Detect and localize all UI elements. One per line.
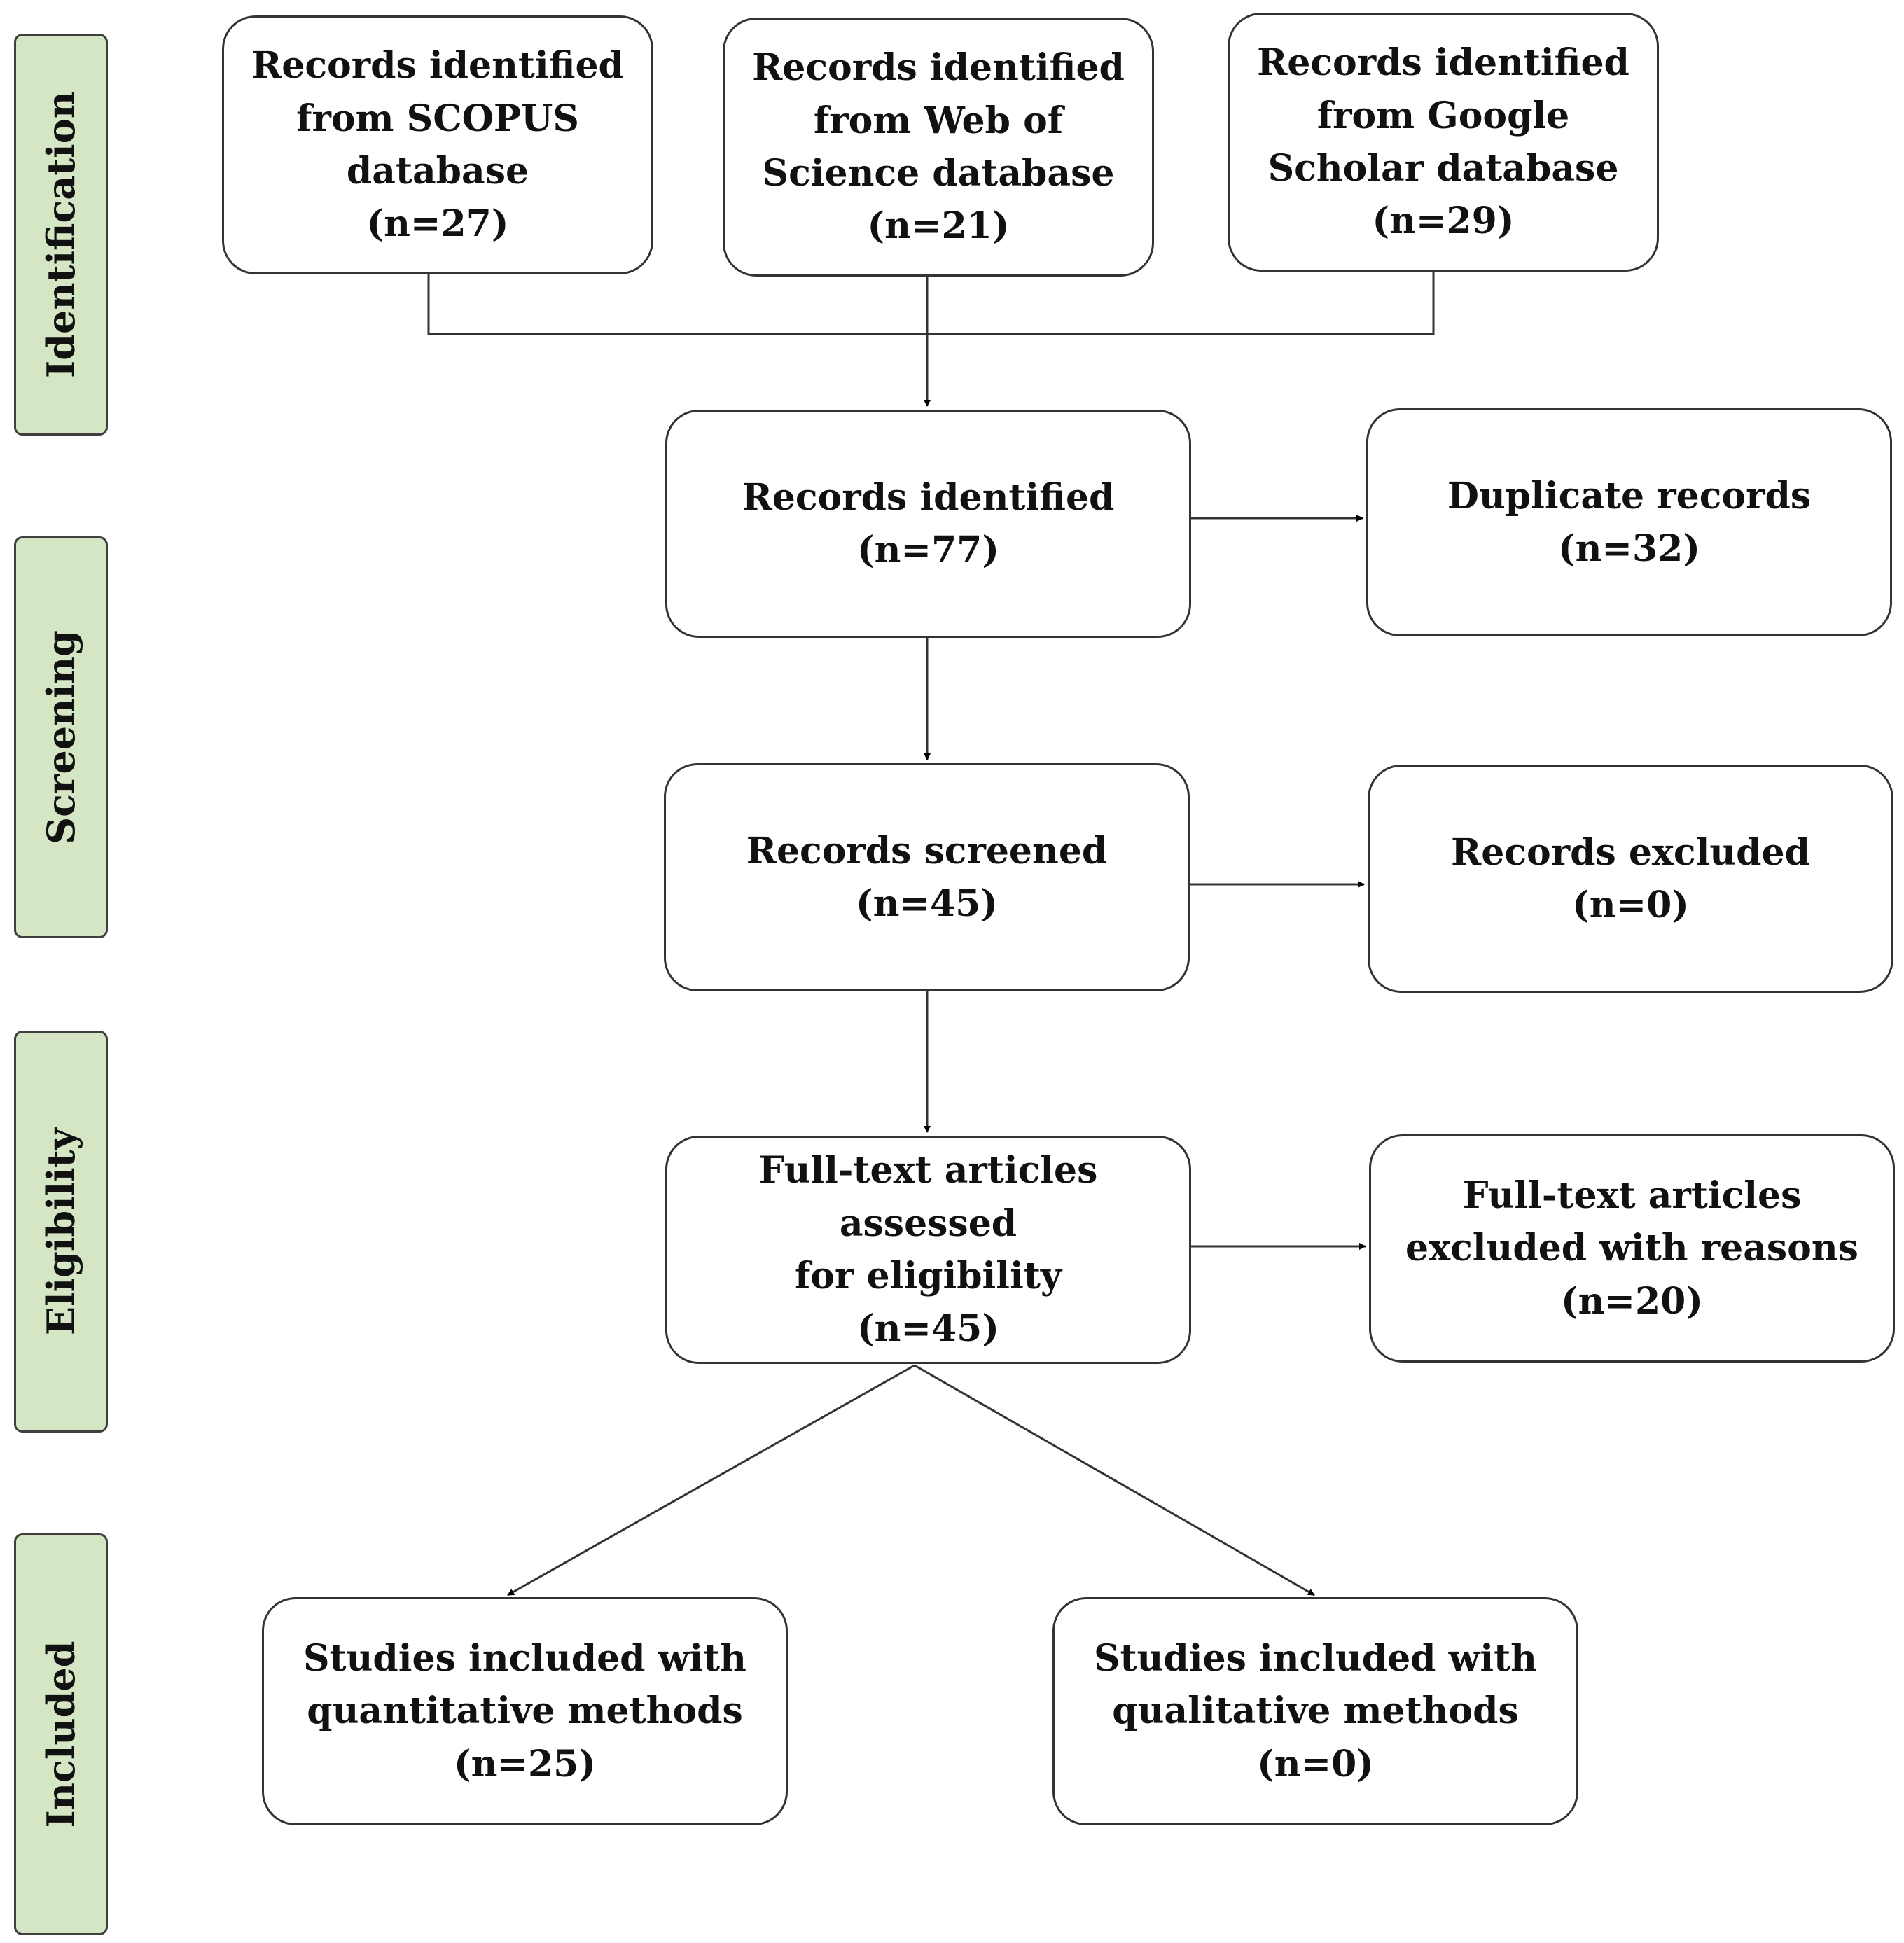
box-text-line: qualitative methods — [1112, 1690, 1519, 1733]
box-count: (n=29) — [1372, 200, 1515, 243]
phase-label-included: Included — [39, 1641, 83, 1828]
box-text-line: from Google — [1316, 94, 1570, 137]
phase-label-identification: Identification — [39, 91, 83, 378]
phase-included: Included — [14, 1533, 108, 1935]
box-text-line: Records identified — [742, 475, 1115, 519]
qualitative-studies-box: Studies included with qualitative method… — [1052, 1597, 1578, 1825]
phase-identification: Identification — [14, 34, 108, 436]
phase-screening: Screening — [14, 536, 108, 938]
box-count: (n=45) — [857, 1307, 999, 1351]
box-count: (n=25) — [454, 1742, 596, 1785]
box-text-line: Records screened — [746, 829, 1108, 872]
box-count: (n=27) — [366, 202, 509, 246]
arrow-fulltext-to-quantitative — [507, 1364, 915, 1596]
box-count: (n=20) — [1561, 1279, 1703, 1323]
merge-connector — [427, 272, 1435, 335]
phase-label-eligibility: Eligibility — [39, 1127, 83, 1336]
records-excluded-box: Records excluded (n=0) — [1368, 765, 1893, 993]
box-text-line: from SCOPUS — [296, 97, 579, 140]
box-count: (n=0) — [1257, 1742, 1374, 1785]
box-count: (n=21) — [867, 204, 1010, 248]
box-text-line: Records identified — [1257, 41, 1629, 85]
records-screened-box: Records screened (n=45) — [664, 763, 1190, 991]
full-text-assessed-box: Full-text articles assessed for eligibil… — [665, 1136, 1191, 1364]
phase-label-screening: Screening — [39, 630, 83, 844]
box-text-line: Studies included with — [1094, 1636, 1537, 1680]
box-text-line: Records excluded — [1451, 830, 1810, 874]
box-count: (n=77) — [857, 529, 999, 571]
phase-eligibility: Eligibility — [14, 1031, 108, 1433]
records-identified-box: Records identified (n=77) — [665, 410, 1191, 638]
google-scholar-records-box: Records identified from Google Scholar d… — [1228, 13, 1659, 272]
box-text-line: Studies included with — [303, 1636, 746, 1680]
box-text-line: quantitative methods — [307, 1690, 743, 1733]
quantitative-studies-box: Studies included with quantitative metho… — [262, 1597, 788, 1825]
box-text-line: from Web of — [813, 99, 1064, 142]
box-text-line: Duplicate records — [1447, 474, 1812, 517]
box-count: (n=0) — [1572, 884, 1689, 926]
box-text-line: Full-text articles — [1462, 1174, 1802, 1217]
box-text-line: Science database — [762, 152, 1115, 195]
duplicate-records-box: Duplicate records (n=32) — [1366, 408, 1892, 636]
box-count: (n=32) — [1558, 527, 1700, 570]
box-count: (n=45) — [856, 882, 998, 925]
box-text-line: Records identified — [251, 44, 624, 88]
full-text-excluded-box: Full-text articles excluded with reasons… — [1369, 1134, 1895, 1363]
box-text-line: Full-text articles assessed — [758, 1149, 1098, 1245]
arrow-fulltext-to-qualitative — [914, 1364, 1315, 1596]
box-text-line: excluded with reasons — [1405, 1227, 1858, 1270]
box-text-line: Scholar database — [1267, 147, 1619, 190]
web-of-science-records-box: Records identified from Web of Science d… — [723, 18, 1154, 277]
scopus-records-box: Records identified from SCOPUS database … — [222, 15, 653, 274]
box-text-line: Records identified — [752, 46, 1125, 90]
box-text-line: database — [346, 150, 529, 193]
box-text-line: for eligibility — [794, 1255, 1062, 1297]
